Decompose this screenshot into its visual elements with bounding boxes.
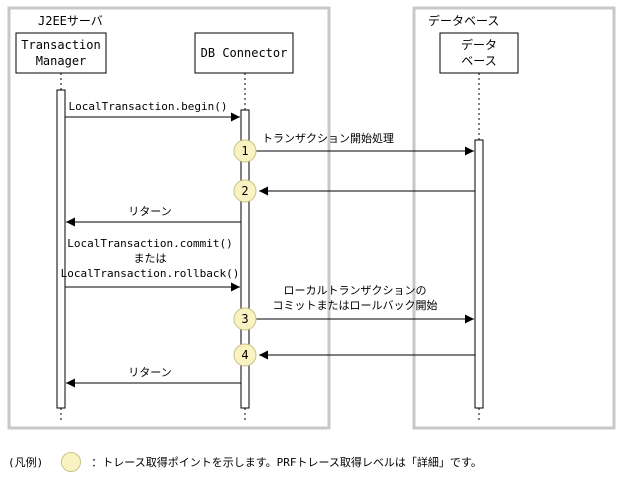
begin-label: LocalTransaction.begin() (69, 100, 228, 113)
return2-label: リターン (128, 366, 171, 379)
commit-label-line1: LocalTransaction.commit() (67, 237, 233, 250)
trace-point-2-number: 2 (241, 184, 248, 198)
transaction-manager-label-line1: Transaction (21, 38, 100, 52)
legend-label: (凡例) (8, 456, 44, 469)
database-box (439, 32, 519, 74)
legend: (凡例) ：トレース取得ポイントを示します。PRFトレース取得レベルは「詳細」で… (8, 450, 482, 474)
database-label-line1: データ (461, 37, 497, 52)
db-connector-label: DB Connector (201, 46, 288, 60)
db-activation (474, 139, 484, 409)
commit-label-line3: LocalTransaction.rollback() (61, 267, 240, 280)
dbc-activation (240, 109, 250, 409)
database-group-label: データベース (428, 13, 499, 28)
trace-point-1-number: 1 (241, 144, 248, 158)
transaction-manager-label-line2: Manager (36, 54, 87, 68)
trace-point-4-number: 4 (241, 348, 248, 362)
sequence-diagram: J2EEサーバ データベース Transaction Manager DB Co… (7, 6, 616, 430)
trace-point-3 (233, 307, 257, 331)
trace-point-3-number: 3 (241, 312, 248, 326)
trace-point-4 (233, 343, 257, 367)
server-group-frame (7, 6, 331, 430)
local-label-line1: ローカルトランザクションの (284, 284, 427, 297)
transaction-manager-box (15, 32, 107, 74)
database-group-frame (412, 6, 616, 430)
tm-activation (56, 89, 66, 409)
database-label-line2: ベース (461, 54, 496, 68)
commit-label-line2: または (134, 252, 167, 265)
legend-note: ：トレース取得ポイントを示します。PRFトレース取得レベルは「詳細」です。 (91, 456, 482, 469)
trace-point-2 (233, 179, 257, 203)
start-label: トランザクション開始処理 (262, 131, 394, 145)
legend-trace-point-icon (61, 452, 82, 472)
local-label-line2: コミットまたはロールバック開始 (273, 298, 438, 312)
return1-label: リターン (128, 205, 171, 218)
db-connector-box (194, 32, 294, 74)
trace-point-1 (233, 139, 257, 163)
server-group-label: J2EEサーバ (38, 14, 103, 28)
